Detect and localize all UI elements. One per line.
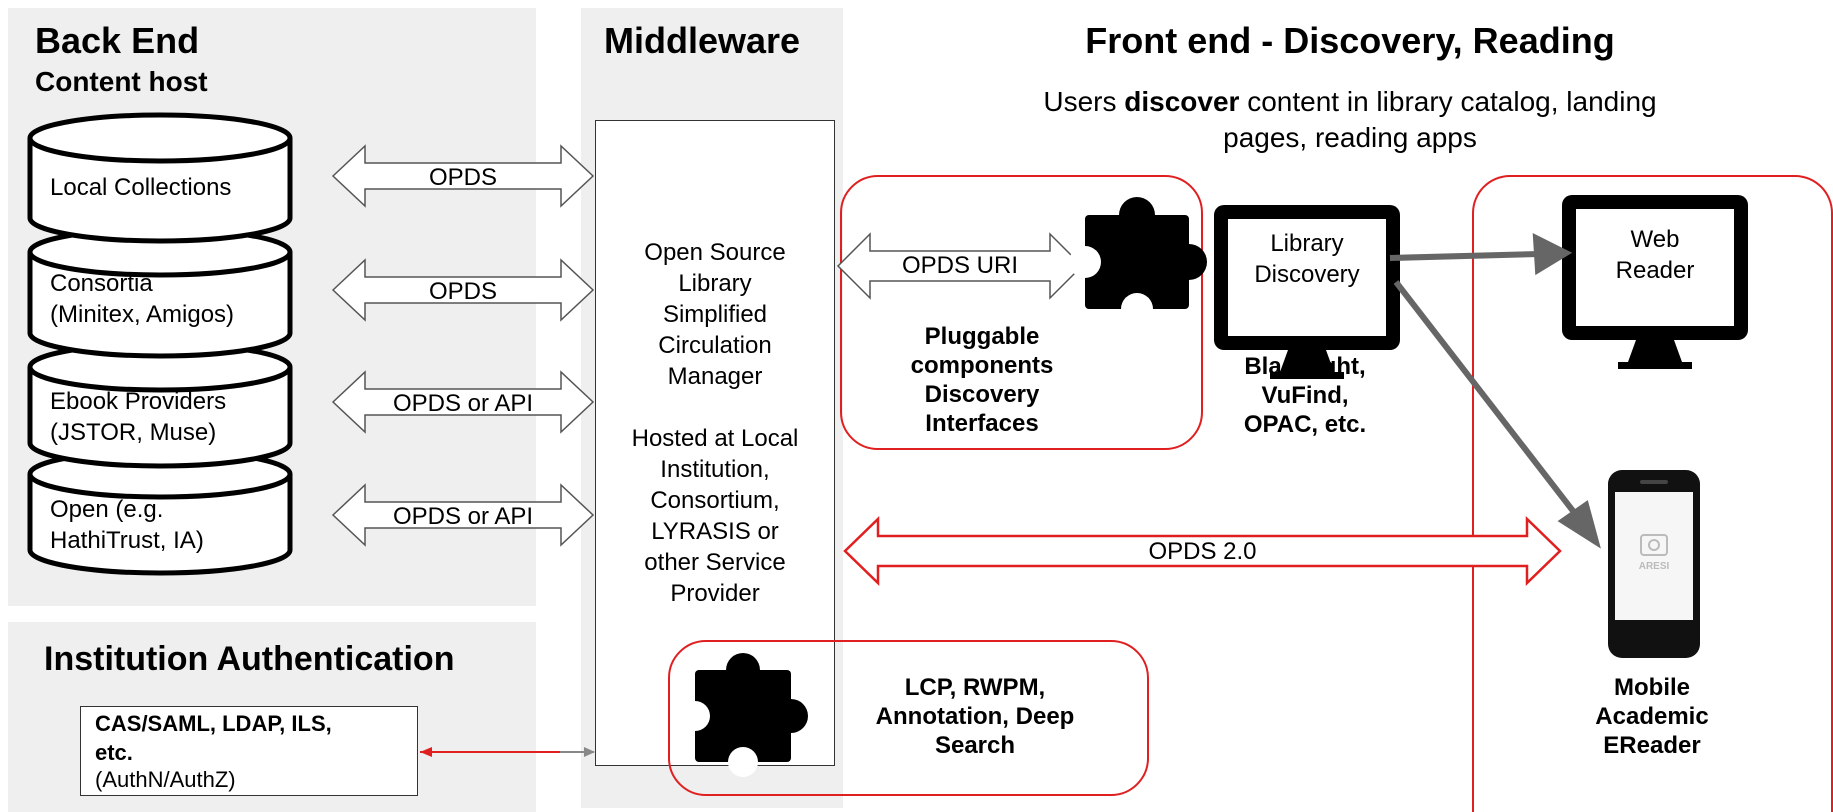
- arrow-opds-api-open: [331, 483, 595, 547]
- monitor-icon-web-reader: [1562, 195, 1748, 369]
- frontend-title: Front end - Discovery, Reading: [1085, 20, 1615, 61]
- frontend-subtitle: Users discover content in library catalo…: [1043, 86, 1657, 153]
- puzzle-icon: [1069, 197, 1207, 325]
- label-opds-2: OPDS 2.0: [1148, 538, 1257, 565]
- label-opds-local: OPDS: [428, 164, 497, 191]
- database-cylinder-consortia: [27, 252, 293, 359]
- arrow-to-mobile: [1393, 280, 1583, 522]
- auth-title: Institution Authentication: [44, 640, 455, 678]
- reader-apps-box: [1472, 175, 1833, 812]
- arrow-opds-2: [843, 516, 1562, 586]
- source-ebook-providers: Ebook Providers (JSTOR, Muse): [50, 388, 227, 446]
- pluggable-components-label: Pluggable components Discovery Interface…: [910, 323, 1054, 437]
- phone-icon: ARESI: [1608, 470, 1700, 658]
- source-local-collections: Local Collections: [50, 174, 232, 201]
- circulation-manager-box: [595, 120, 835, 766]
- arrow-to-web-reader: [1389, 251, 1541, 261]
- backend-title: Back End: [35, 20, 200, 61]
- puzzle-icon-addons: [680, 653, 808, 777]
- web-reader-label: Web Reader: [1615, 226, 1695, 284]
- arrow-opds-api-ebook: [331, 370, 595, 434]
- circulation-manager-text: Open Source Library Simplified Circulati…: [631, 239, 799, 607]
- middleware-title: Middleware: [604, 20, 801, 61]
- library-discovery-label: Library Discovery: [1254, 230, 1360, 288]
- auth-methods-box: CAS/SAML, LDAP, ILS, etc. (AuthN/AuthZ): [80, 706, 418, 796]
- backend-subtitle: Content host: [35, 66, 208, 97]
- label-opds-api-ebook: OPDS or API: [392, 390, 534, 417]
- label-opds-api-open: OPDS or API: [392, 503, 534, 530]
- database-cylinder-ebook: [27, 367, 293, 469]
- label-opds-uri: OPDS URI: [901, 252, 1018, 279]
- database-cylinder-local: [27, 474, 293, 576]
- catalog-systems-label: Blacklight, VuFind, OPAC, etc.: [1243, 353, 1367, 438]
- mobile-ereader-label: Mobile Academic EReader: [1595, 674, 1709, 759]
- addons-box: [668, 640, 1149, 796]
- pluggable-components-box: [840, 175, 1203, 450]
- svg-text:ARESI: ARESI: [1639, 561, 1670, 572]
- label-opds-consortia: OPDS: [428, 278, 497, 305]
- source-open: Open (e.g. HathiTrust, IA): [50, 496, 204, 554]
- database-cylinder-open: [27, 138, 293, 244]
- monitor-icon-library-discovery: [1214, 205, 1400, 379]
- auth-note: (AuthN/AuthZ): [95, 767, 236, 792]
- source-consortia: Consortia (Minitex, Amigos): [50, 270, 235, 328]
- addons-label: LCP, RWPM, Annotation, Deep Search: [875, 674, 1075, 759]
- arrow-opds-consortia: [331, 258, 595, 322]
- arrow-opds-local: [331, 144, 595, 208]
- auth-methods: CAS/SAML, LDAP, ILS, etc.: [95, 711, 332, 765]
